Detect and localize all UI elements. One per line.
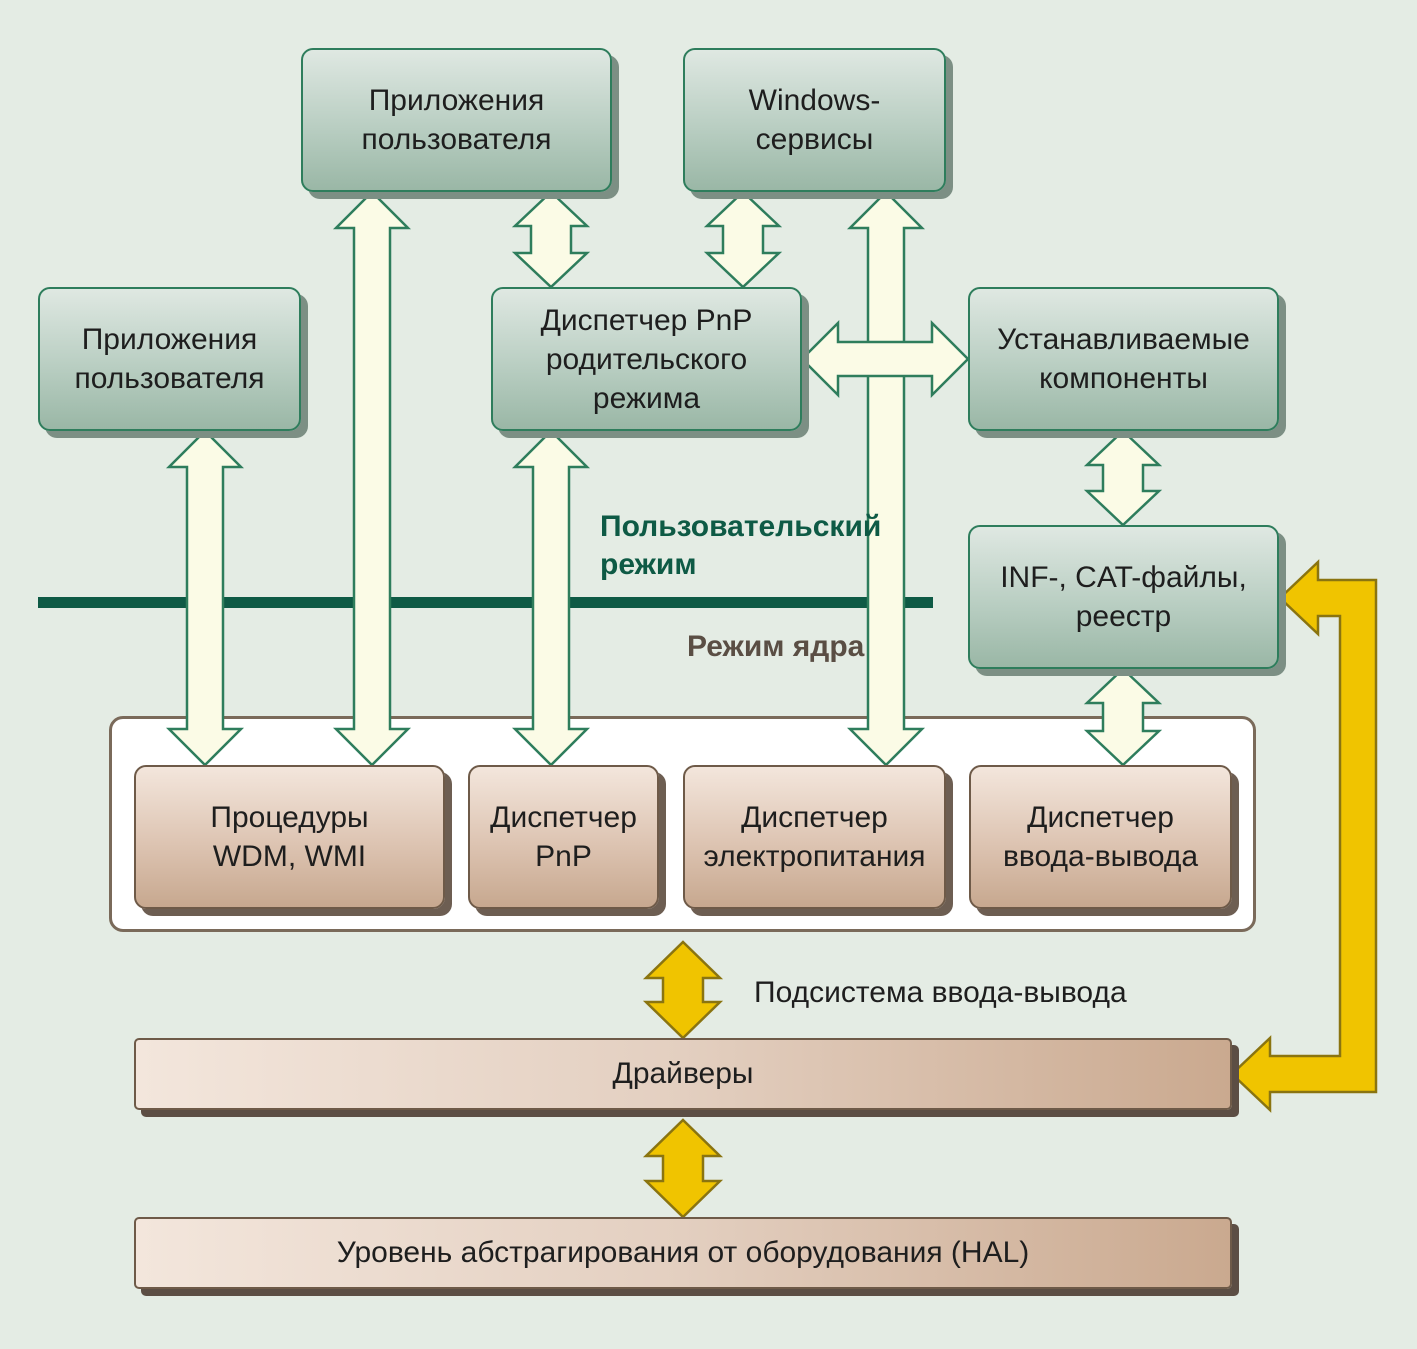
pnp-user-line3: режима [592, 381, 701, 415]
user-mode-label-line1: Пользовательский [600, 510, 882, 543]
windows-services-line1: Windows- [748, 84, 881, 117]
user-apps-top-line1: Приложения [368, 84, 545, 117]
user-apps-top-box: Приложения пользователя [301, 48, 612, 192]
arrow-apps-top-to-pnp-user [511, 190, 591, 289]
arrow-services-to-power [846, 190, 926, 767]
inf-line1: INF-, CAT-файлы, [1000, 561, 1247, 594]
windows-services-box: Windows-сервисы [683, 48, 946, 192]
wdm-line1: Процедуры [210, 801, 369, 834]
arrow-installable-to-inf [1083, 429, 1163, 527]
pnp-user-line2: родительского [545, 342, 748, 376]
power-line2: электропитания [703, 840, 926, 873]
arrow-services-to-pnp-user [703, 190, 783, 289]
arrow-inf-to-drivers-elbow [1230, 559, 1378, 1113]
drivers-bar: Драйверы [134, 1038, 1232, 1110]
installable-line2: компоненты [1039, 362, 1208, 395]
arrow-io-subsystem-to-drivers [642, 940, 724, 1040]
arrow-pnp-user-to-pnp-kernel [511, 429, 591, 767]
hal-bar: Уровень абстрагирования от оборудования … [134, 1217, 1232, 1289]
user-apps-left-line2: пользователя [74, 362, 265, 395]
io-manager-box: Диспетчер ввода-вывода [969, 765, 1232, 909]
inf-line2: реестр [1075, 600, 1172, 633]
user-apps-left-line1: Приложения [81, 323, 258, 356]
user-mode-label: Пользовательский режим [600, 508, 881, 584]
io-manager-line2: ввода-вывода [1002, 840, 1199, 873]
power-manager-box: Диспетчер электропитания [683, 765, 946, 909]
power-line1: Диспетчер [741, 801, 888, 834]
installable-line1: Устанавливаемые [997, 323, 1250, 356]
io-subsystem-label: Подсистема ввода-вывода [754, 976, 1127, 1009]
wdm-line2: WDM, WMI [212, 840, 367, 873]
installable-components-box: Устанавливаемые компоненты [968, 287, 1279, 431]
user-mode-label-line2: режим [600, 548, 697, 581]
windows-services-line2: сервисы [755, 123, 874, 156]
io-manager-line1: Диспетчер [1027, 801, 1174, 834]
kernel-mode-label: Режим ядра [687, 630, 865, 663]
pnp-user-line1: Диспетчер PnP [540, 303, 753, 337]
arrow-inf-to-io-manager [1083, 667, 1163, 767]
inf-cat-registry-box: INF-, CAT-файлы, реестр [968, 525, 1279, 669]
pnp-kernel-line1: Диспетчер [490, 801, 637, 834]
pnp-kernel-line2: PnP [535, 840, 592, 873]
user-apps-left-box: Приложения пользователя [38, 287, 301, 431]
arrow-apps-top-to-wdm [332, 190, 412, 767]
user-apps-top-line2: пользователя [361, 123, 552, 156]
pnp-manager-user-box: Диспетчер PnP родительского режима [491, 287, 802, 431]
arrow-drivers-to-hal [642, 1118, 724, 1219]
user-kernel-boundary-line [38, 597, 933, 608]
arrow-apps-left-to-wdm [165, 429, 245, 767]
